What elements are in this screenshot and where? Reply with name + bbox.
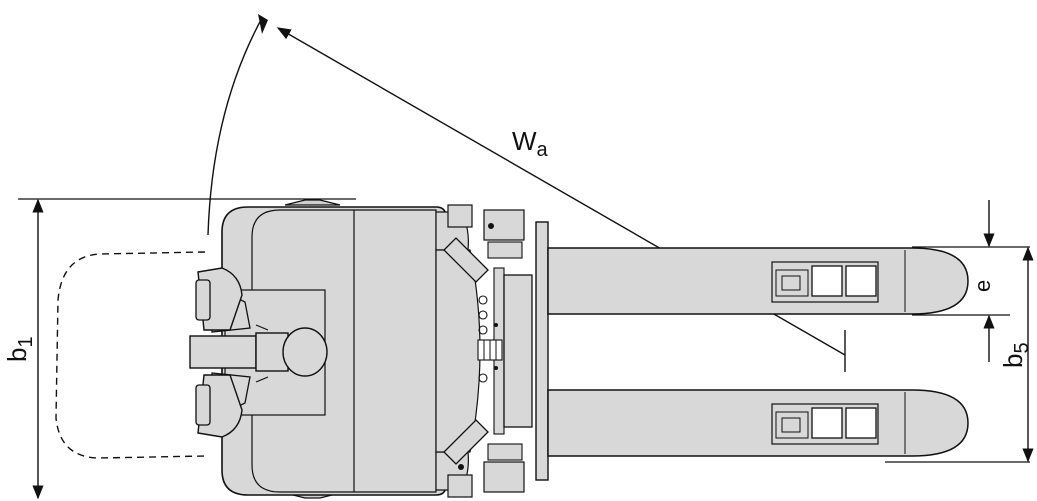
b5-label: b5 <box>998 342 1033 368</box>
fork-lower <box>547 389 969 457</box>
turning-arc-arrow <box>258 14 268 34</box>
truck-body <box>221 199 481 499</box>
turning-arc <box>207 17 263 236</box>
tiller-handle <box>189 267 328 438</box>
b1-label: b1 <box>2 336 37 362</box>
wa-label: Wa <box>512 126 549 161</box>
e-label: e <box>970 280 995 292</box>
operator-outline-dashed <box>55 251 206 459</box>
lift-mast <box>443 204 549 498</box>
fork-upper <box>547 247 969 315</box>
